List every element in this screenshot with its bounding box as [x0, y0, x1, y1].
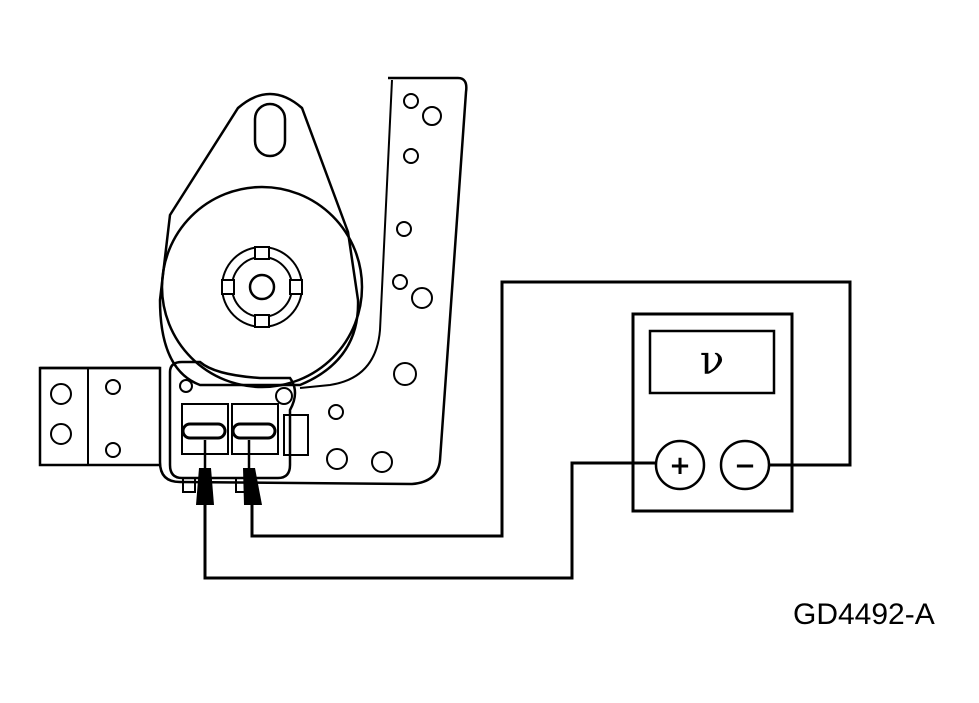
- positive-terminal-label: +: [669, 451, 691, 481]
- connector: [168, 360, 309, 493]
- probe-left: [196, 440, 214, 505]
- wire-right-probe-to-negative: [250, 280, 852, 538]
- wire-left-probe-to-positive: [203, 461, 656, 580]
- positive-terminal: [654, 439, 706, 491]
- voltmeter: ν + −: [631, 312, 794, 513]
- voltmeter-case: [631, 312, 794, 513]
- mounting-bracket: [38, 76, 468, 486]
- voltmeter-display: [648, 329, 776, 395]
- voltmeter-display-symbol: ν: [700, 338, 724, 384]
- negative-terminal: [719, 439, 771, 491]
- figure-id-label: GD4492-A: [793, 598, 935, 631]
- negative-terminal-label: −: [734, 451, 756, 481]
- probe-right: [243, 440, 262, 505]
- bracket-holes: [50, 93, 442, 473]
- sensor-body: [158, 92, 364, 389]
